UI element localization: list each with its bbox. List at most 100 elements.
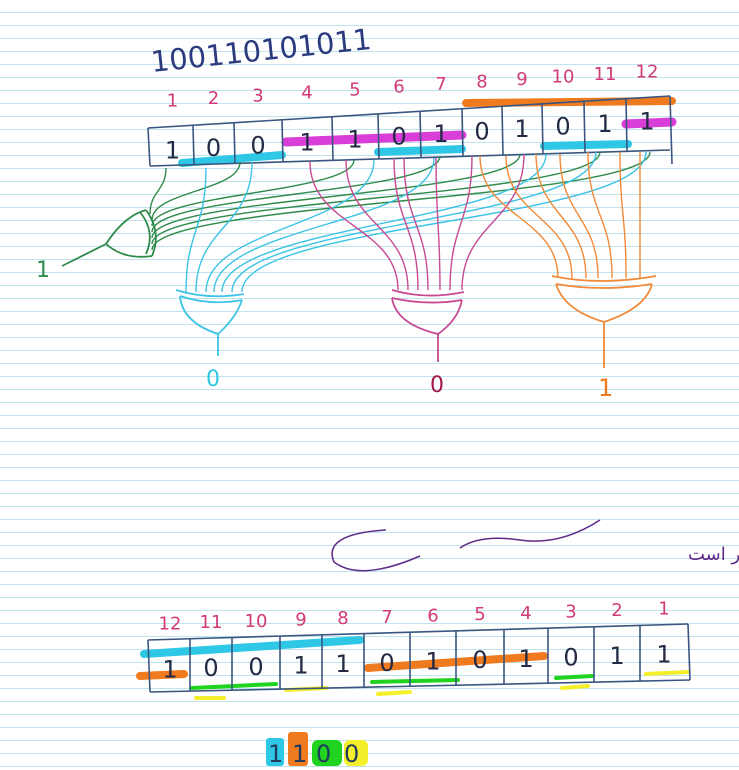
top-bit-cell: 1 bbox=[299, 128, 314, 156]
magenta-xor-gate bbox=[391, 289, 465, 362]
magenta-gate-wire bbox=[461, 153, 525, 291]
top-position-label: 6 bbox=[393, 77, 404, 98]
top-bit-cell: 1 bbox=[597, 110, 612, 138]
top-cell-divider bbox=[461, 108, 464, 157]
bottom-green-bar-3 bbox=[554, 674, 594, 680]
magenta-gate-wire bbox=[403, 157, 429, 291]
magenta-gate-wire bbox=[449, 155, 473, 291]
bottom-position-label: 7 bbox=[381, 607, 392, 628]
bottom-position-label: 9 bbox=[295, 609, 306, 630]
orange-gate-wire bbox=[479, 155, 559, 279]
green-xor-gate bbox=[61, 209, 157, 267]
orange-gate-wire bbox=[619, 151, 627, 279]
top-cell-divider bbox=[192, 125, 195, 165]
top-cell-divider bbox=[583, 101, 586, 153]
top-position-label: 8 bbox=[476, 72, 487, 93]
cyan-gate-wire bbox=[241, 151, 647, 293]
green-gate-wire bbox=[149, 167, 167, 215]
bottom-bit-cell: 1 bbox=[293, 651, 308, 679]
top-position-label: 1 bbox=[167, 90, 178, 111]
bottom-cyan-bar bbox=[140, 636, 364, 658]
top-position-label: 5 bbox=[349, 79, 360, 100]
cyan-gate-output: 0 bbox=[206, 367, 220, 392]
orange-gate-wire bbox=[505, 155, 573, 279]
top-cell-divider bbox=[233, 122, 236, 164]
top-bit-cell: 0 bbox=[474, 118, 489, 146]
result-green-highlight bbox=[312, 740, 342, 766]
bottom-position-label: 6 bbox=[427, 606, 438, 627]
bottom-bit-cell: 0 bbox=[379, 649, 394, 677]
magenta-gate-wire bbox=[435, 157, 441, 291]
top-bit-cell: 1 bbox=[433, 120, 448, 148]
top-cell-divider bbox=[377, 113, 380, 160]
top-bit-cell: 0 bbox=[555, 113, 570, 141]
top-cell-divider bbox=[625, 98, 628, 152]
magenta-gate-wire bbox=[393, 157, 419, 291]
magenta-gate-output: 0 bbox=[430, 373, 444, 398]
top-bit-sequence: 100110101011 bbox=[149, 22, 373, 79]
cyan-gate-wire bbox=[195, 161, 253, 293]
top-position-label: 9 bbox=[516, 69, 527, 90]
top-bit-cell: 0 bbox=[206, 134, 221, 162]
result-bit-2: 1 bbox=[292, 740, 307, 768]
note-scribble bbox=[331, 519, 601, 572]
bottom-bit-cell: 1 bbox=[609, 642, 624, 670]
top-bit-table bbox=[147, 95, 673, 167]
green-gate-wire bbox=[151, 151, 601, 245]
green-gate-wire bbox=[151, 159, 355, 227]
top-bit-cell: 1 bbox=[514, 115, 529, 143]
top-bit-cell: 1 bbox=[165, 136, 180, 164]
top-bit-cell: 1 bbox=[639, 107, 654, 135]
top-bit-cell: 0 bbox=[250, 131, 265, 159]
bottom-position-label: 8 bbox=[337, 608, 348, 629]
bottom-bit-cell: 0 bbox=[203, 654, 218, 682]
top-cell-divider bbox=[419, 111, 422, 158]
cyan-xor-gate bbox=[175, 289, 245, 356]
magenta-gate-wire bbox=[345, 159, 409, 291]
persian-note: این نوع کدگذاری هم معتبر است bbox=[688, 543, 739, 565]
bottom-position-label: 12 bbox=[159, 613, 182, 634]
top-position-label: 12 bbox=[636, 61, 659, 82]
cyan-gate-wire bbox=[205, 159, 375, 293]
green-gate-output: 1 bbox=[36, 258, 50, 283]
result-cyan-highlight bbox=[266, 738, 284, 766]
orange-xor-gate bbox=[551, 275, 657, 368]
green-gate-wire bbox=[151, 155, 441, 233]
top-cyan-bar-mid bbox=[374, 145, 466, 156]
bottom-position-label: 4 bbox=[520, 603, 531, 624]
bottom-bit-cell: 1 bbox=[656, 641, 671, 669]
green-gate-wire bbox=[151, 153, 521, 239]
orange-gate-wire bbox=[587, 151, 613, 279]
top-cell-divider bbox=[501, 106, 504, 156]
bottom-bit-cell: 1 bbox=[162, 655, 177, 683]
top-bit-cell: 0 bbox=[391, 123, 406, 151]
bottom-bit-cell: 0 bbox=[472, 646, 487, 674]
magenta-gate-wire bbox=[309, 161, 399, 291]
orange-gate-wire bbox=[535, 153, 587, 279]
orange-gate-wire bbox=[559, 153, 599, 279]
bottom-bit-cell: 0 bbox=[563, 643, 578, 671]
bottom-orange-bar-left bbox=[136, 670, 188, 680]
bottom-bit-cell: 1 bbox=[425, 648, 440, 676]
cyan-gate-wire bbox=[185, 167, 207, 293]
top-bit-cell: 1 bbox=[347, 125, 362, 153]
bottom-position-label: 3 bbox=[565, 601, 576, 622]
top-position-label: 11 bbox=[594, 64, 617, 85]
bottom-position-label: 10 bbox=[245, 611, 268, 632]
bottom-bit-table bbox=[147, 623, 691, 693]
cyan-gate-wire bbox=[231, 151, 597, 293]
cyan-gate-wire bbox=[221, 153, 547, 293]
bottom-position-label: 2 bbox=[611, 600, 622, 621]
top-cell-divider bbox=[541, 103, 544, 154]
top-position-label: 7 bbox=[435, 74, 446, 95]
bottom-bit-cell: 0 bbox=[248, 653, 263, 681]
bottom-bit-cell: 1 bbox=[518, 645, 533, 673]
top-position-label: 4 bbox=[301, 82, 312, 103]
bottom-position-label: 11 bbox=[200, 612, 223, 633]
cyan-gate-wire bbox=[213, 157, 435, 293]
top-position-label: 2 bbox=[208, 88, 219, 109]
top-cyan-bar-left bbox=[178, 151, 286, 167]
result-bit-1: 1 bbox=[268, 740, 283, 768]
result-orange-highlight bbox=[288, 732, 308, 766]
top-cell-divider bbox=[281, 119, 284, 162]
